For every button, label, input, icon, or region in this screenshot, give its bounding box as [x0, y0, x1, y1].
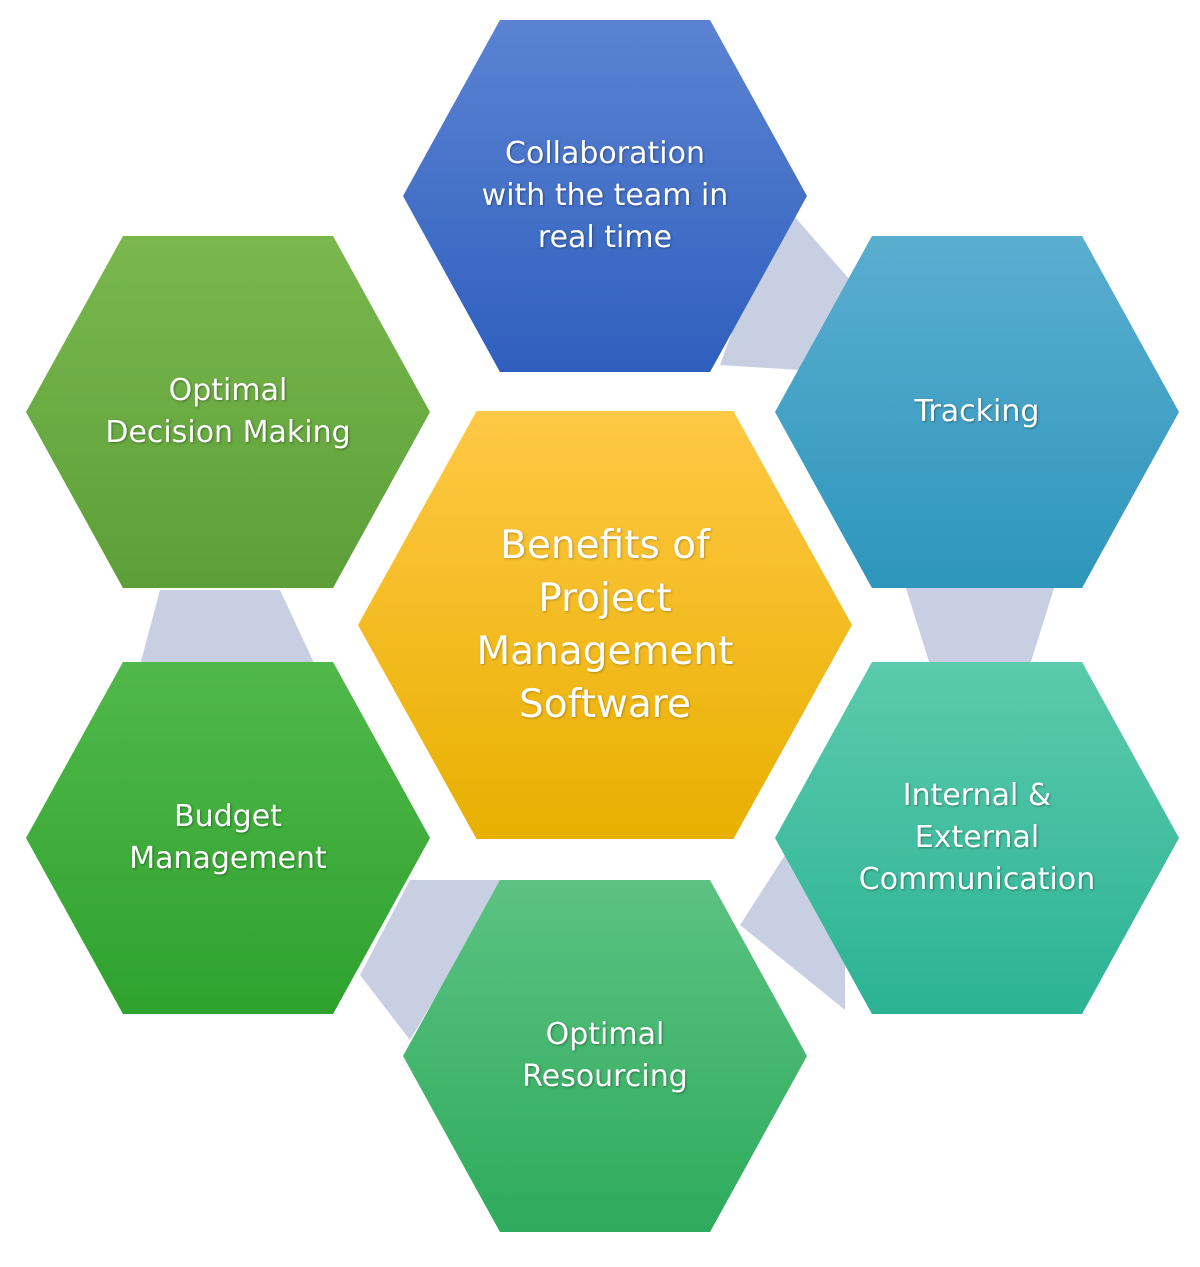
benefit-hexagon-resourcing	[403, 880, 807, 1232]
center-hexagon	[358, 411, 852, 839]
connector-band-4	[360, 880, 505, 1040]
benefit-hexagon-communication	[775, 662, 1179, 1014]
benefit-hexagon-decision	[26, 236, 430, 588]
connector-band-5	[140, 590, 315, 665]
benefit-hexagon-budget	[26, 662, 430, 1014]
connector-band-1	[720, 200, 850, 370]
connector-band-group	[140, 200, 1055, 1040]
benefit-hexagon-tracking	[775, 236, 1179, 588]
hexagon-group	[26, 20, 1179, 1232]
benefit-hexagon-collaboration	[403, 20, 807, 372]
connector-band-2	[905, 585, 1055, 665]
